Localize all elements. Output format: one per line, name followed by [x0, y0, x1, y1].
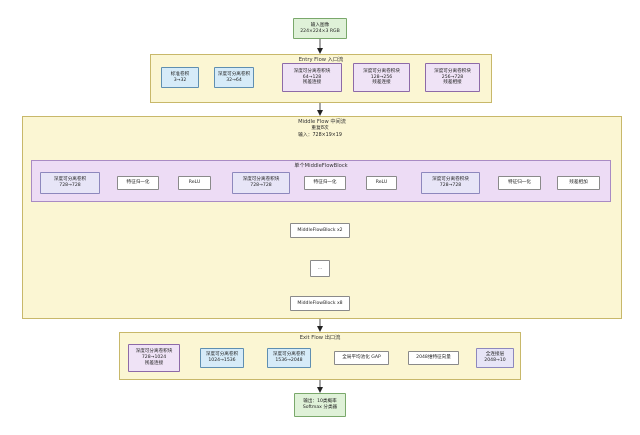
output-line2: Softmax 分类器	[302, 405, 338, 410]
mid-node-norm-3: 特征归一化	[498, 176, 541, 190]
input-line1: 输入图像	[310, 22, 330, 28]
mid-node-residual-add: 残差相加	[557, 176, 600, 190]
middle-flow-title: Middle Flow 中间流	[298, 119, 346, 125]
exit-n1-line2: 728→1024	[141, 355, 167, 361]
mid-node-norm-2: 特征归一化	[304, 176, 346, 190]
exit-node-dsconv-1536: 深度可分离卷积 1024→1536	[200, 348, 244, 368]
exit-n6-line1: 全连接层	[485, 352, 505, 358]
mid-node-dsblock-1: 深度可分离卷积块 728→728	[232, 172, 290, 194]
entry-n3-line2: 64→128	[302, 74, 322, 80]
middle-repeat-label: 重复8次	[311, 126, 329, 131]
middle-block-x8: MiddleFlowBlock x8	[290, 296, 350, 311]
entry-n5-line2: 256→728	[441, 74, 464, 80]
exit-n3-line2: 1536→2048	[275, 358, 303, 363]
exit-node-gap: 全局平均池化 GAP	[334, 351, 389, 365]
middle-block-title: 单个MiddleFlowBlock	[294, 163, 348, 169]
mid-b1-line2: 728→728	[59, 183, 81, 188]
middle-block-ellipsis: ...	[310, 260, 330, 277]
output-node: 输出：10类概率 Softmax 分类器	[294, 393, 346, 417]
mid-b7-line1: 深度可分离卷积块	[432, 177, 469, 183]
exit-node-feature-vector: 2048维特征向量	[408, 351, 459, 365]
exit-node-dsconv-2048: 深度可分离卷积 1536→2048	[267, 348, 311, 368]
mid-node-norm-1: 特征归一化	[117, 176, 159, 190]
mid-b4-line2: 728→728	[250, 183, 272, 188]
mid-node-dsblock-2: 深度可分离卷积块 728→728	[421, 172, 480, 194]
exit-node-fc: 全连接层 2048→10	[476, 348, 514, 368]
exit-n6-line2: 2048→10	[484, 358, 506, 363]
entry-n4-line2: 128→256	[370, 74, 393, 80]
entry-n5-line1: 深度可分离卷积块	[434, 68, 471, 74]
entry-node-dsconv: 深度可分离卷积 32→64	[214, 67, 254, 88]
mid-b1-line1: 深度可分离卷积	[53, 177, 87, 183]
entry-n1-line2: 3→32	[173, 77, 187, 83]
mid-node-dsconv-1: 深度可分离卷积 728→728	[40, 172, 100, 194]
entry-n3-line1: 深度可分离卷积块	[293, 68, 331, 74]
mid-node-relu-2: ReLU	[366, 176, 397, 190]
entry-n2-line1: 深度可分离卷积	[217, 71, 251, 77]
exit-node-block-1024: 深度可分离卷积块 728→1024 残差连接	[128, 344, 180, 372]
exit-n1-line1: 深度可分离卷积块	[135, 349, 173, 355]
entry-node-block-128: 深度可分离卷积块 64→128 残差连接	[282, 63, 342, 92]
entry-n1-line1: 标准卷积	[170, 71, 190, 77]
mid-node-relu-1: ReLU	[178, 176, 211, 190]
input-node: 输入图像 224×224×3 RGB	[293, 18, 347, 39]
entry-flow-title: Entry Flow 入口流	[298, 57, 344, 63]
mid-b7-line2: 728→728	[439, 183, 462, 188]
entry-node-standard-conv: 标准卷积 3→32	[161, 67, 199, 88]
entry-node-block-728: 深度可分离卷积块 256→728 残差相接	[425, 63, 480, 92]
mid-b4-line1: 深度可分离卷积块	[242, 177, 280, 183]
entry-node-block-256: 深度可分离卷积块 128→256 残差连接	[353, 63, 410, 92]
exit-n2-line2: 1024→1536	[208, 358, 236, 363]
exit-flow-title: Exit Flow 出口流	[299, 335, 341, 341]
entry-n4-line3: 残差连接	[372, 80, 391, 86]
entry-n2-line2: 32→64	[226, 77, 242, 83]
exit-n3-line1: 深度可分离卷积	[272, 352, 306, 358]
entry-n4-line1: 深度可分离卷积块	[363, 68, 400, 74]
exit-n1-line3: 残差连接	[144, 360, 164, 366]
middle-input-label: 输入：728×19×19	[298, 133, 342, 138]
output-line1: 输出：10类概率	[303, 399, 337, 405]
exit-n2-line1: 深度可分离卷积	[205, 352, 239, 358]
entry-n3-line3: 残差连接	[302, 80, 322, 86]
entry-n5-line3: 残差相接	[443, 80, 462, 86]
input-line2: 224×224×3 RGB	[300, 28, 340, 34]
middle-block-x2: MiddleFlowBlock x2	[290, 223, 350, 238]
middle-flow-group: Middle Flow 中间流	[22, 116, 622, 319]
